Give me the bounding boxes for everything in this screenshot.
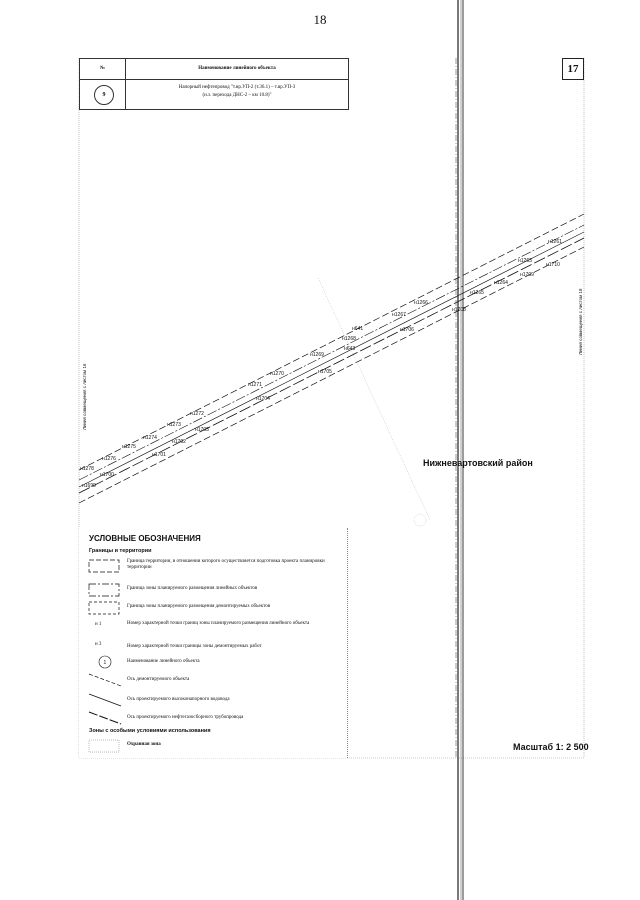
legend-text: Номер характерной точки границ зоны план… — [127, 621, 310, 626]
legend-item-protection-zone: Охранная зона — [79, 738, 347, 754]
point-label: н1268 — [342, 336, 356, 342]
legend-item-planning-boundary: Граница территории, в отношении которого… — [79, 558, 347, 574]
title-table-header: № Наименование линейного объекта — [80, 59, 348, 80]
point-label: н1699 — [82, 483, 96, 489]
speck-cluster — [413, 513, 427, 527]
dashed-rect-symbol — [88, 583, 120, 597]
title-table-row: 9 Напорный нефтепровод "т.вр.УП-2 (т.36.… — [80, 80, 348, 109]
point-label: н1265 — [470, 290, 484, 296]
legend-section-zones: Зоны с особыми условиями использования — [89, 728, 211, 734]
pipeline-axis-2 — [78, 231, 585, 488]
item-name-line2: (и.з. перехода ДНС-2 – км 10.8)" — [202, 93, 272, 98]
pipeline-axis-1 — [78, 224, 585, 481]
district-label: Нижневартовский район — [423, 458, 533, 468]
item-name-cell: Напорный нефтепровод "т.вр.УП-2 (т.36.1)… — [126, 84, 348, 100]
match-line-left-note: Линия совмещения с листом 16 — [82, 363, 87, 430]
circle-symbol: 1 — [98, 655, 112, 669]
point-labels-upper: н1278 н1276 н1275 н1274 н1273 н1272 н127… — [80, 239, 562, 472]
col-no-header: № — [80, 59, 126, 79]
point-marker-symbol: н 1 — [95, 622, 102, 627]
point-label: н1706 — [400, 327, 414, 333]
pipeline-axis-3 — [78, 237, 585, 494]
point-marker-symbol: н 3 — [95, 642, 102, 647]
point-label: н641 — [352, 326, 363, 332]
legend-text: Граница территории, в отношении которого… — [127, 559, 325, 570]
legend: УСЛОВНЫЕ ОБОЗНАЧЕНИЯ Границы и территори… — [79, 528, 348, 758]
point-label: н1274 — [143, 435, 157, 441]
point-label: н1701 — [152, 452, 166, 458]
crossing-line — [317, 277, 431, 521]
point-label: н1708 — [452, 307, 466, 313]
item-number-cell: 9 — [80, 80, 126, 109]
legend-text: Ось проектируемого нефтегазосборного тру… — [127, 715, 244, 720]
legend-item-demolition-zone: Граница зоны планируемого размещения дем… — [79, 600, 347, 616]
legend-text: Ось демонтируемого объекта — [127, 677, 190, 682]
point-label: н1702 — [172, 439, 186, 445]
page-number: 18 — [313, 12, 327, 27]
point-label: н1267 — [392, 312, 406, 318]
point-label: н1709 — [520, 272, 534, 278]
corridor-boundary-lower — [78, 246, 585, 504]
point-label: н1272 — [190, 411, 204, 417]
point-label: н1271 — [248, 382, 262, 388]
point-labels-misc: н641 н643 — [344, 326, 363, 352]
point-label: н1278 — [80, 466, 94, 472]
legend-item-oil-axis: Ось проектируемого нефтегазосборного тру… — [79, 710, 347, 726]
legend-text: Граница зоны планируемого размещения дем… — [127, 604, 271, 609]
corridor-boundary-upper — [78, 213, 585, 471]
sheet-number-box: 17 — [562, 58, 584, 80]
point-label: н1264 — [494, 280, 508, 286]
point-label: н1273 — [167, 422, 181, 428]
scale-label: Масштаб 1: 2 500 — [513, 742, 589, 752]
legend-text: Ось проектируемого высоконапорного водов… — [127, 697, 230, 702]
legend-item-demolition-point: н 3 Номер характерной точки границы зоны… — [79, 640, 347, 656]
legend-item-point-number: н 1 Номер характерной точки границ зоны … — [79, 620, 347, 636]
axis-symbol — [88, 711, 122, 725]
legend-item-object-name: 1 Наименование линейного объекта — [79, 654, 347, 670]
legend-item-linear-zone: Граница зоны планируемого размещения лин… — [79, 582, 347, 598]
legend-text: Номер характерной точки границы зоны дем… — [127, 644, 262, 649]
axis-symbol — [88, 673, 122, 687]
point-labels-lower: н1699 н1700 н1701 н1702 н1703 н1704 н170… — [82, 262, 560, 489]
point-label: н1704 — [256, 396, 270, 402]
point-label: н1276 — [102, 456, 116, 462]
dashed-rect-symbol — [88, 601, 120, 615]
legend-title: УСЛОВНЫЕ ОБОЗНАЧЕНИЯ — [89, 534, 201, 543]
point-label: н1261 — [548, 239, 562, 245]
axis-symbol — [88, 693, 122, 707]
pipeline-corridor — [78, 213, 585, 504]
point-label: н1275 — [122, 444, 136, 450]
legend-text: Наименование линейного объекта — [127, 659, 200, 664]
col-name-header: Наименование линейного объекта — [198, 66, 276, 71]
item-number-badge: 9 — [94, 85, 114, 105]
point-label: н643 — [344, 346, 355, 352]
point-label: н1705 — [318, 369, 332, 375]
match-line-right-note: Линия совмещения с листом 18 — [578, 288, 583, 355]
dashed-rect-symbol — [88, 559, 120, 573]
circle-symbol-number: 1 — [104, 660, 107, 666]
point-label: н1700 — [100, 472, 114, 478]
title-table: № Наименование линейного объекта 9 Напор… — [79, 58, 349, 110]
point-label: н1263 — [518, 258, 532, 264]
point-label: н1269 — [310, 352, 324, 358]
zone-symbol — [88, 739, 120, 753]
legend-text: Граница зоны планируемого размещения лин… — [127, 586, 258, 591]
legend-item-water-axis: Ось проектируемого высоконапорного водов… — [79, 692, 347, 708]
legend-section-boundaries: Границы и территории — [89, 548, 152, 554]
legend-text: Охранная зона — [127, 742, 161, 747]
point-label: н1266 — [414, 300, 428, 306]
point-label: н1710 — [546, 262, 560, 268]
point-label: н1703 — [195, 427, 209, 433]
point-label: н1270 — [270, 371, 284, 377]
legend-item-demolition-axis: Ось демонтируемого объекта — [79, 672, 347, 688]
item-name-line1: Напорный нефтепровод "т.вр.УП-2 (т.36.1)… — [178, 85, 296, 90]
